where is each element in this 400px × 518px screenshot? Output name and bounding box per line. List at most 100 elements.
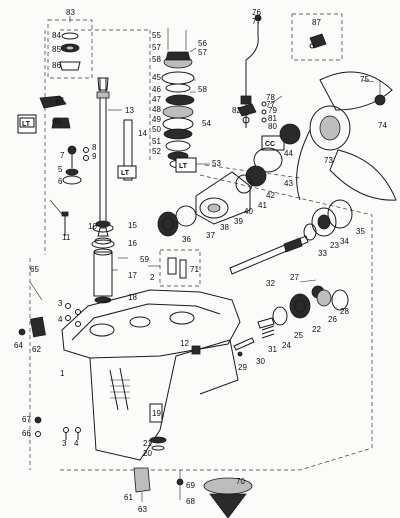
callout-55: 55 [152,31,161,40]
callout-15: 15 [128,221,137,230]
callout-58-left: 58 [152,55,161,64]
callout-82: 82 [232,106,241,115]
callout-79: 79 [268,106,277,115]
propeller-shaft-32 [229,235,309,275]
callout-39: 39 [234,217,243,226]
shift-cam-parts [237,101,267,123]
callout-34: 34 [340,237,349,246]
water-pump-stack: LT [161,28,210,173]
callout-47: 47 [152,95,161,104]
callout-73: 73 [324,156,333,165]
callout-9: 9 [92,152,97,161]
callout-44: 44 [284,149,293,158]
callout-33: 33 [318,249,327,258]
callout-86: 86 [52,61,61,70]
callout-74: 74 [378,121,387,130]
rod-14: LT [117,119,137,181]
callout-8: 8 [92,143,97,152]
callout-12: 12 [180,339,189,348]
svg-text:LT: LT [121,170,130,177]
shift-parts-left [51,117,89,185]
box-83 [47,16,93,79]
callout-59: 59 [140,255,149,264]
clutch-assembly [257,279,349,339]
callout-36: 36 [182,235,191,244]
callout-5: 5 [58,165,63,174]
bracket-72 [39,95,67,109]
callout-57-right: 57 [198,48,207,57]
forward-gear [303,199,353,241]
callout-46: 46 [152,85,161,94]
callout-66: 66 [22,429,31,438]
drain-screws [34,416,42,437]
callout-4-upper: 4 [58,315,63,324]
callout-87: 87 [312,18,321,27]
callout-70: 70 [236,477,245,486]
callout-10: 10 [88,222,97,231]
callout-32: 32 [266,279,275,288]
svg-text:LT: LT [22,121,31,128]
callout-49: 49 [152,115,161,124]
callout-58-right: 58 [198,85,207,94]
callout-83: 83 [66,8,75,17]
shift-pin [233,337,255,357]
callout-19: 19 [152,409,161,418]
callout-63: 63 [138,505,147,514]
screws-lower [63,427,81,440]
callout-27: 27 [290,273,299,282]
callout-60: 60 [52,117,61,126]
callout-29: 29 [238,363,247,372]
callout-40: 40 [244,207,253,216]
callout-6: 6 [58,177,63,186]
callout-7: 7 [60,151,65,160]
callout-1: 1 [60,369,65,378]
callout-37: 37 [206,231,215,240]
callout-38: 38 [220,223,229,232]
box-71 [148,249,201,287]
water-inlet-parts [149,403,167,451]
screws-upper [65,303,81,327]
callout-20: 20 [143,449,152,458]
bearing-housing: CC [157,123,301,237]
callout-54: 54 [202,119,211,128]
callout-81: 81 [268,114,277,123]
callout-77-mid: 77 [266,100,275,109]
callout-53: 53 [212,159,221,168]
callout-13: 13 [125,106,134,115]
callout-68: 68 [186,497,195,506]
callout-14: 14 [138,129,147,138]
callout-56: 56 [198,39,207,48]
callout-69: 69 [186,481,195,490]
box-87 [291,13,343,61]
callout-48: 48 [152,105,161,114]
callout-75: 75 [360,75,369,84]
anode-61 [133,467,151,502]
svg-text:LT: LT [179,163,188,170]
propeller-74 [296,71,397,201]
callout-72: 72 [55,96,64,105]
callout-51: 51 [152,137,161,146]
callout-42: 42 [266,191,275,200]
callout-80: 80 [268,122,277,131]
callout-64: 64 [14,341,23,350]
callout-24: 24 [282,341,291,350]
callout-2: 2 [150,273,155,282]
callout-61: 61 [124,493,133,502]
callout-43: 43 [284,179,293,188]
callout-71: 71 [190,265,199,274]
callout-28: 28 [340,307,349,316]
lt-box-left: LT [17,114,37,134]
trim-tab-70 [176,470,253,518]
callout-30: 30 [256,357,265,366]
callout-62: 62 [32,345,41,354]
callout-57-left: 57 [152,43,161,52]
callout-16: 16 [128,239,137,248]
callout-78: 78 [266,93,275,102]
callout-11: 11 [62,233,71,242]
callout-labels: 83 84 85 86 72 13 60 14 7 8 9 5 6 10 11 … [14,8,387,514]
gearcase-housing-1 [61,289,241,461]
callout-21: 21 [143,439,152,448]
callout-77-top: 77 [252,17,261,26]
